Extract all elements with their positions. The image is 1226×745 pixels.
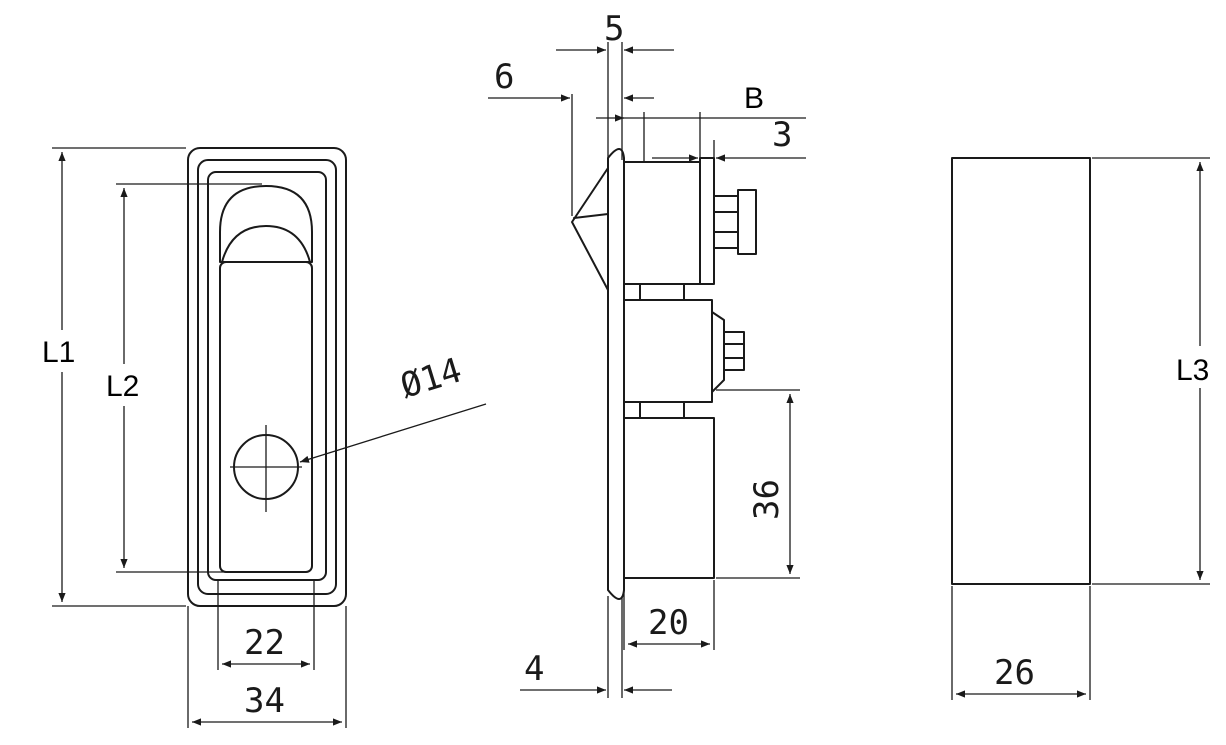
label-34: 34 (244, 681, 285, 721)
label-l2: L2 (106, 370, 139, 403)
front-recess (207, 171, 327, 581)
label-36: 36 (747, 479, 787, 520)
label-l3: L3 (1176, 354, 1209, 387)
front-handle-body (219, 261, 313, 573)
label-20: 20 (648, 603, 689, 643)
label-l1: L1 (42, 336, 75, 369)
cutout-rectangle (951, 157, 1091, 585)
label-b: B (744, 82, 764, 115)
front-outer-frame (187, 147, 347, 607)
side-lower-body (623, 417, 715, 579)
label-26: 26 (994, 653, 1035, 693)
side-handle-wedge (571, 167, 609, 291)
label-5: 5 (604, 9, 624, 49)
label-22: 22 (244, 623, 285, 663)
side-flange-plate (607, 148, 625, 600)
label-3: 3 (772, 115, 792, 155)
cutout-view: L3 26 (951, 157, 1226, 700)
leader-hole-diameter (299, 403, 487, 463)
front-handle-inner-arc (221, 225, 311, 263)
front-handle (219, 185, 313, 263)
label-hole-diameter: Ø14 (396, 350, 466, 406)
side-middle-body (623, 299, 713, 403)
side-upper-body (623, 161, 701, 285)
label-4: 4 (524, 649, 544, 689)
label-6: 6 (494, 57, 514, 97)
front-outer-frame-inner (197, 159, 337, 595)
front-view: L1 L2 Ø14 22 34 (36, 147, 487, 728)
side-view: 5 6 B 3 36 20 4 (488, 9, 806, 698)
